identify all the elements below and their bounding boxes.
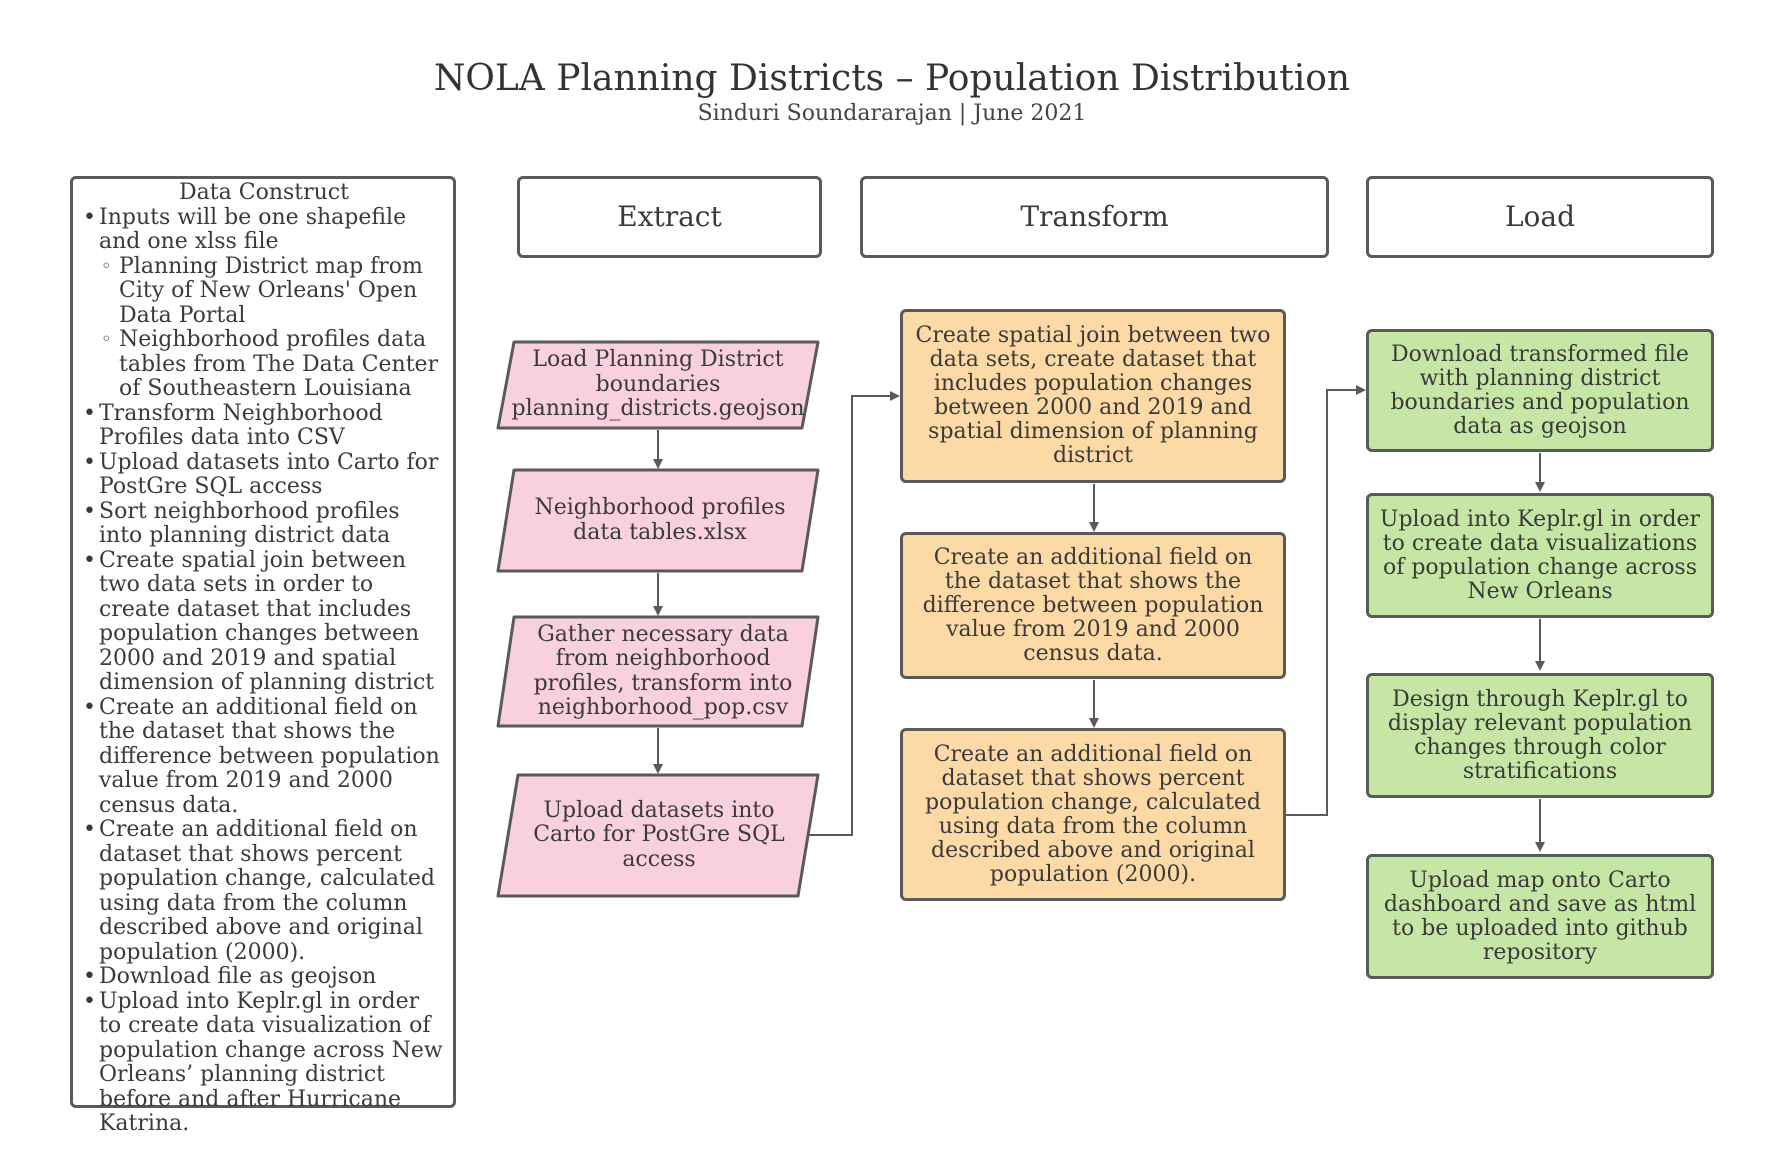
arrow-transform-to-load (1286, 385, 1366, 816)
extract-step-3-shape (496, 615, 820, 728)
extract-step-4: Upload datasets into Carto for PostGre S… (533, 797, 785, 872)
extract-step-2: Neighborhood profiles data tables.xlsx (534, 495, 786, 545)
list-item: Create spatial join between two data set… (83, 548, 445, 696)
extract-step-2-shape (496, 468, 820, 573)
load-step-4: Upload map onto Carto dashboard and save… (1366, 854, 1714, 979)
list-item: Planning District map from City of New O… (83, 254, 445, 329)
list-item: Create an additional field on dataset th… (83, 817, 445, 965)
header-load: Load (1366, 176, 1714, 258)
data-construct-title: Data Construct (179, 180, 349, 205)
load-step-2: Upload into Keplr.gl in order to create … (1366, 493, 1714, 618)
list-item: Upload into Keplr.gl in order to create … (83, 989, 445, 1137)
arrow-extract-to-transform (808, 391, 900, 836)
page-title: NOLA Planning Districts – Population Dis… (433, 58, 1351, 99)
data-construct-list: Inputs will be one shapefile and one xls… (83, 205, 445, 1137)
data-construct-panel: Data Construct Inputs will be one shapef… (70, 176, 456, 1136)
list-item: Neighborhood profiles data tables from T… (83, 327, 445, 402)
list-item: Upload datasets into Carto for PostGre S… (83, 450, 445, 500)
transform-step-3: Create an additional field on dataset th… (900, 728, 1286, 901)
header-transform: Transform (860, 176, 1329, 258)
list-item: Download file as geojson (83, 964, 445, 990)
header-extract: Extract (517, 176, 822, 258)
transform-step-2: Create an additional field on the datase… (900, 532, 1286, 679)
load-step-3: Design through Keplr.gl to display relev… (1366, 673, 1714, 798)
load-step-1: Download transformed file with planning … (1366, 329, 1714, 452)
extract-step-1: Load Planning District boundaries planni… (511, 347, 805, 422)
list-item: Inputs will be one shapefile and one xls… (83, 205, 445, 255)
extract-step-3: Gather necessary data from neighborhood … (533, 621, 793, 720)
extract-step-1-shape (496, 340, 820, 430)
list-item: Transform Neighborhood Profiles data int… (83, 401, 445, 451)
page-subtitle: Sinduri Soundararajan | June 2021 (697, 101, 1087, 126)
list-item: Create an additional field on the datase… (83, 695, 445, 819)
transform-step-1: Create spatial join between two data set… (900, 309, 1286, 483)
extract-step-4-shape (496, 773, 820, 898)
list-item: Sort neighborhood profiles into planning… (83, 499, 445, 549)
